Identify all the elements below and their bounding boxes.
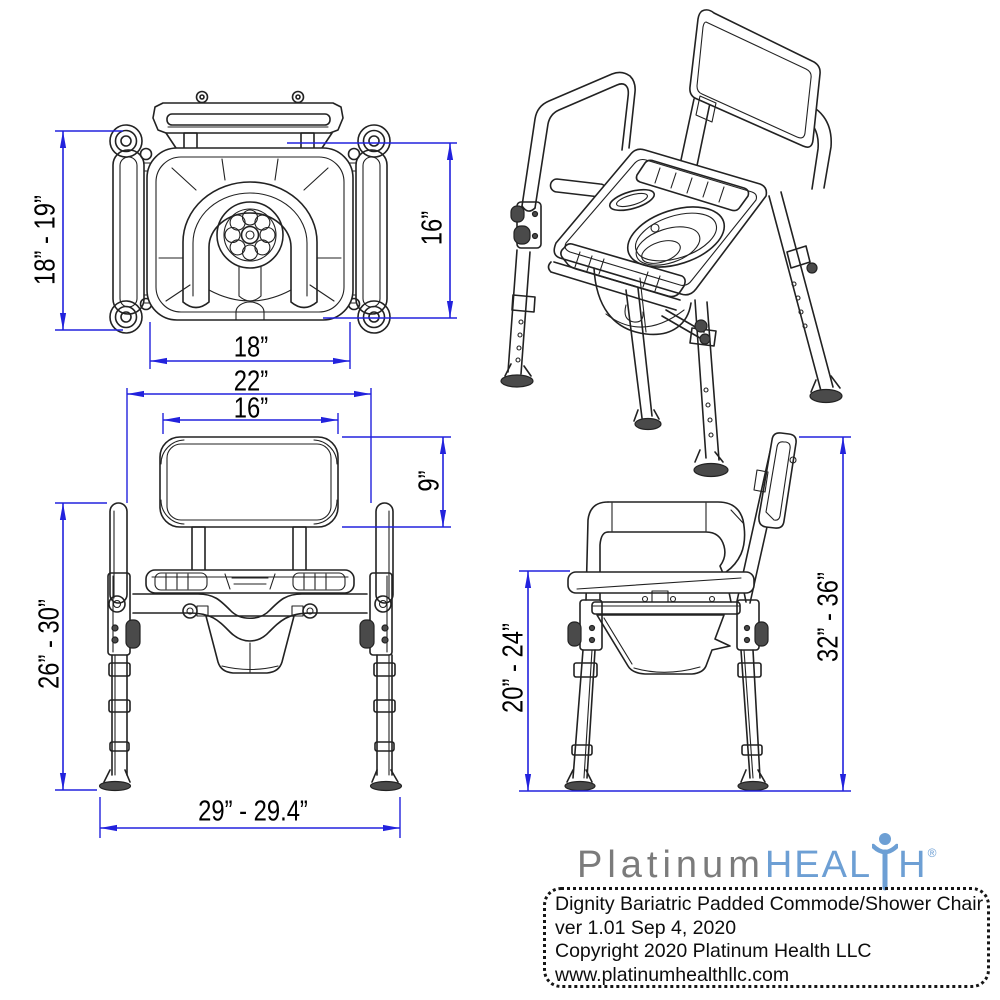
product-website: www.platinumhealthllc.com [555,963,790,986]
dimension-lines-top-view [55,130,457,369]
product-copyright: Copyright 2020 Platinum Health LLC [555,940,872,962]
product-version: ver 1.01 Sep 4, 2020 [555,916,737,939]
dim-label-seat-height: 20” - 24” [497,623,530,713]
isometric-view-drawing [500,9,843,478]
dim-label-base-width: 29” - 29.4” [198,795,308,828]
logo-word-heal: HEAL [764,844,873,886]
top-view-drawing [109,90,391,334]
dim-label-top-width: 18” [233,331,269,364]
registered-mark: ® [927,846,937,860]
logo-figure-icon [872,833,899,891]
platinum-health-logo: PlatinumHEAL H® [577,832,937,891]
dimension-lines-front-view [55,388,451,838]
dim-label-backrest-height: 9” [413,470,446,492]
dim-label-frame-width: 22” [233,365,269,398]
dim-label-armrest-height: 26” - 30” [33,599,66,689]
dim-label-overall-height: 32” - 36” [812,572,845,662]
dimension-lines-side-view [519,436,851,792]
dim-label-top-depth: 18” - 19” [29,195,62,285]
side-view-drawing [564,432,797,792]
logo-word-h: H [898,844,928,886]
logo-word-platinum: Platinum [577,844,765,886]
dim-label-top-inner-depth: 16” [416,210,449,246]
dim-label-backrest-width: 16” [233,392,269,425]
product-info-box: Dignity Bariatric Padded Commode/Shower … [543,887,990,988]
product-title: Dignity Bariatric Padded Commode/Shower … [555,893,984,915]
front-view-drawing [98,436,403,792]
